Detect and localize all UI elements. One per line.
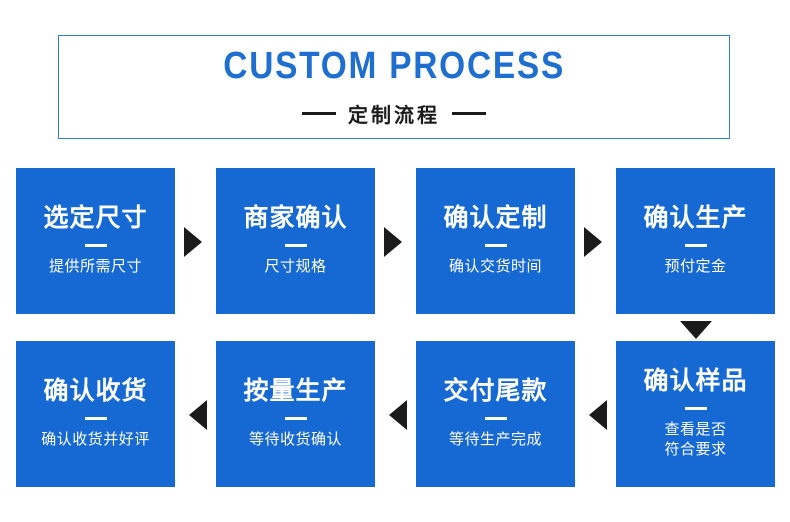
step-title: 确认生产 [643, 204, 748, 233]
step-title: 交付尾款 [443, 377, 548, 406]
step-title: 确认样品 [643, 367, 748, 395]
step-divider [684, 406, 707, 410]
step-desc: 等待生产完成 [448, 430, 542, 448]
arrow-down-icon [680, 321, 712, 339]
flow-row-2: 确认收货 确认收货并好评 按量生产 等待收货确认 交付尾款 等待生产完成 确认样… [16, 341, 776, 487]
step-desc: 确认收货并好评 [41, 430, 150, 448]
arrow-right-icon [384, 227, 402, 257]
step-title: 选定尺寸 [43, 204, 148, 233]
step-divider [684, 243, 707, 247]
arrow-right-icon [184, 227, 202, 257]
step-title: 商家确认 [243, 204, 348, 233]
step-card-5[interactable]: 确认样品 查看是否 符合要求 [616, 341, 775, 487]
step-card-4[interactable]: 确认生产 预付定金 [616, 168, 775, 314]
step-desc: 等待收货确认 [248, 430, 342, 448]
step-divider [484, 416, 507, 420]
step-card-3[interactable]: 确认定制 确认交货时间 [416, 168, 575, 314]
dash-right-icon [452, 111, 486, 115]
step-divider [84, 243, 107, 247]
step-desc: 查看是否 符合要求 [664, 420, 727, 458]
arrow-left-icon [189, 400, 207, 430]
header-box: CUSTOM PROCESS 定制流程 [58, 35, 730, 139]
step-card-6[interactable]: 交付尾款 等待生产完成 [416, 341, 575, 487]
step-desc: 确认交货时间 [448, 257, 542, 275]
step-card-7[interactable]: 按量生产 等待收货确认 [216, 341, 375, 487]
subtitle-group: 定制流程 [302, 99, 486, 128]
step-desc: 提供所需尺寸 [48, 257, 142, 275]
step-desc: 预付定金 [664, 257, 727, 275]
arrow-right-icon [584, 227, 602, 257]
dash-left-icon [302, 111, 336, 115]
step-card-1[interactable]: 选定尺寸 提供所需尺寸 [16, 168, 175, 314]
page-subtitle: 定制流程 [348, 104, 440, 127]
step-divider [284, 416, 307, 420]
step-card-8[interactable]: 确认收货 确认收货并好评 [16, 341, 175, 487]
step-divider [484, 243, 507, 247]
step-title: 按量生产 [243, 377, 348, 406]
step-divider [284, 243, 307, 247]
arrow-left-icon [589, 400, 607, 430]
step-desc: 尺寸规格 [264, 257, 327, 275]
page-title: CUSTOM PROCESS [223, 44, 565, 87]
step-title: 确认收货 [43, 377, 148, 406]
step-card-2[interactable]: 商家确认 尺寸规格 [216, 168, 375, 314]
arrow-left-icon [389, 400, 407, 430]
step-divider [84, 416, 107, 420]
step-title: 确认定制 [443, 204, 548, 233]
flow-row-1: 选定尺寸 提供所需尺寸 商家确认 尺寸规格 确认定制 确认交货时间 确认生产 预… [16, 168, 776, 339]
flow-container: 选定尺寸 提供所需尺寸 商家确认 尺寸规格 确认定制 确认交货时间 确认生产 预… [16, 168, 776, 487]
